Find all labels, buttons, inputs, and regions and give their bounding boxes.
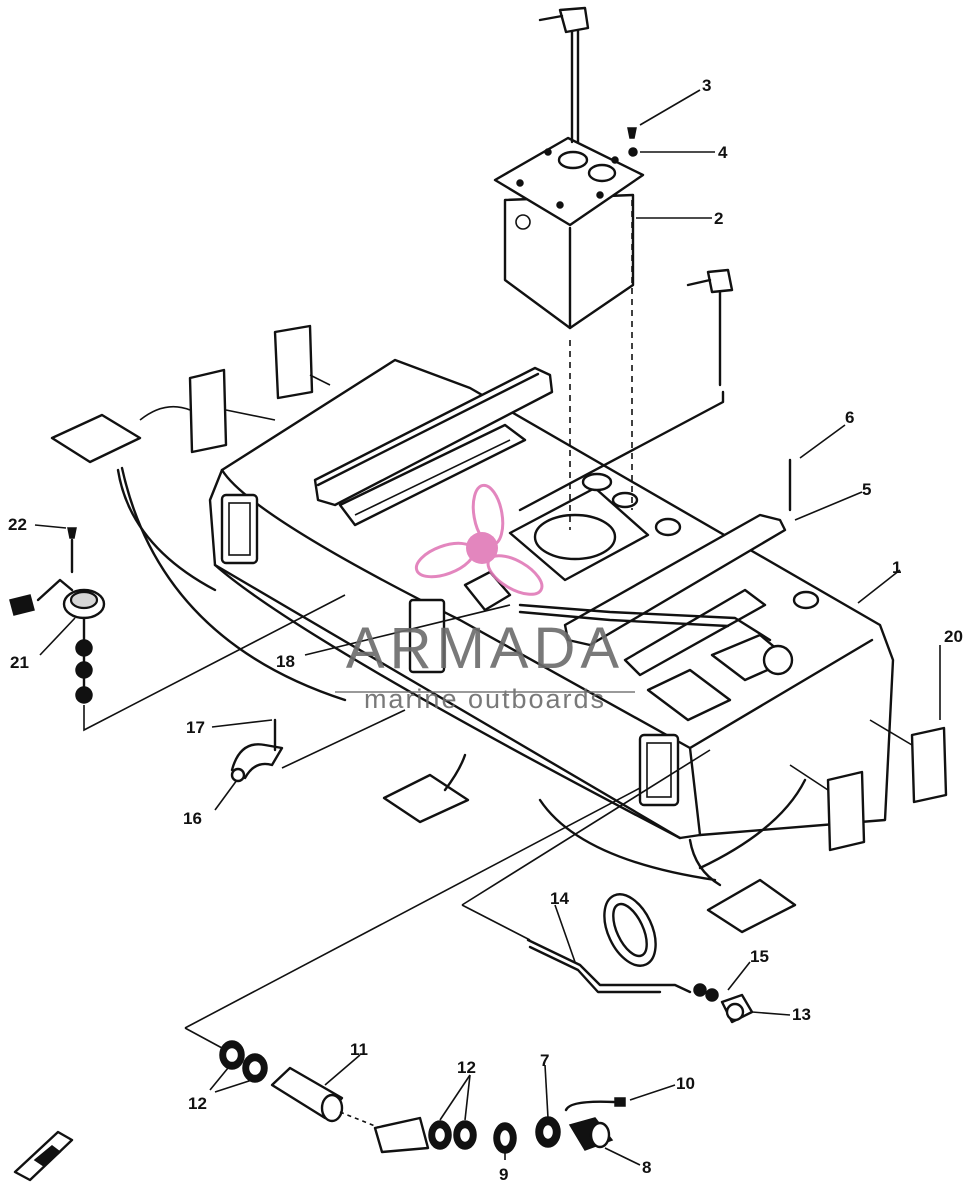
callout-15: 15: [750, 947, 769, 966]
armada-watermark: ARMADA marine outboards: [335, 483, 635, 714]
fuel-gauge-sender-unit: [493, 6, 645, 530]
callout-11: 11: [350, 1040, 368, 1059]
strap-clamp: [230, 709, 406, 783]
watermark-tagline: marine outboards: [364, 684, 606, 714]
fuel-tank-body: [208, 358, 895, 840]
screw-part-3: [627, 127, 638, 157]
callout-4: 4: [718, 143, 728, 162]
callout-14: 14: [550, 889, 569, 908]
callout-12-top: 12: [457, 1058, 476, 1077]
callout-8: 8: [642, 1158, 651, 1177]
callout-21: 21: [10, 653, 29, 672]
callout-labels: 1 2 3 4 5 6 7 8 9 10 11 12 12 13 14 15 1…: [8, 76, 963, 1184]
decal-plates: [50, 324, 948, 934]
callout-2: 2: [714, 209, 723, 228]
leader-lines: [34, 89, 941, 1166]
fuel-gauge-assembly: [9, 527, 346, 732]
callout-13: 13: [792, 1005, 811, 1024]
watermark-brand: ARMADA: [346, 616, 624, 681]
connector-plug-icon: [13, 1130, 74, 1182]
callout-22: 22: [8, 515, 27, 534]
callout-10: 10: [676, 1074, 695, 1093]
callout-18: 18: [276, 652, 295, 671]
fuel-line-assembly: [184, 749, 754, 1154]
callout-5: 5: [862, 480, 871, 499]
callout-7: 7: [540, 1051, 549, 1070]
callout-1: 1: [892, 558, 901, 577]
propeller-logo-icon: [414, 483, 544, 596]
callout-3: 3: [702, 76, 711, 95]
float-gauge: [518, 268, 734, 512]
callout-20: 20: [944, 627, 963, 646]
callout-6: 6: [845, 408, 854, 427]
callout-12-left: 12: [188, 1094, 207, 1113]
callout-9: 9: [499, 1165, 508, 1184]
callout-17: 17: [186, 718, 205, 737]
callout-16: 16: [183, 809, 202, 828]
